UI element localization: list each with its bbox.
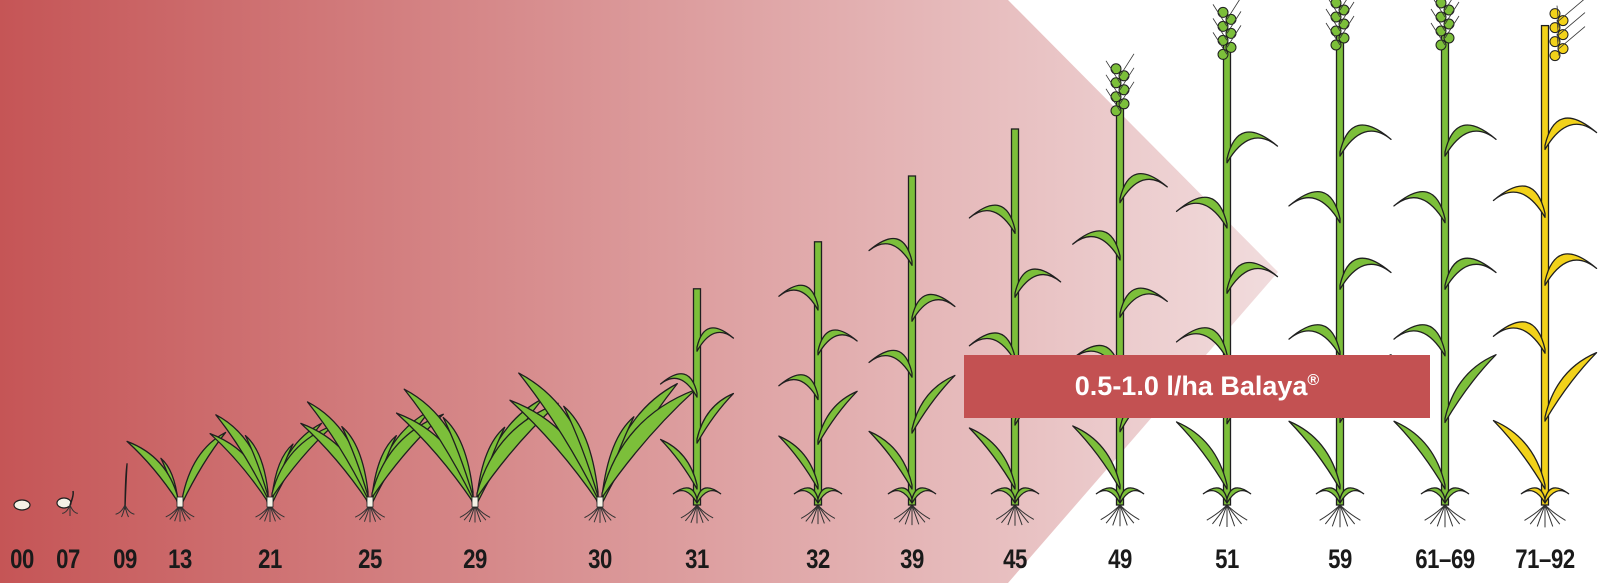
stage-code-label: 45 bbox=[1003, 544, 1027, 574]
stage-code-label: 25 bbox=[358, 544, 382, 574]
stage-code-label: 13 bbox=[168, 544, 192, 574]
stage-code-label: 30 bbox=[588, 544, 612, 574]
stage-code-label: 51 bbox=[1215, 544, 1239, 574]
stage-code-label: 07 bbox=[56, 544, 80, 574]
application-window-band bbox=[0, 0, 1278, 583]
plant-stage-13 bbox=[126, 431, 227, 522]
registered-mark: ® bbox=[1307, 372, 1320, 389]
stage-code-label: 09 bbox=[113, 544, 137, 574]
stage-code-label: 61–69 bbox=[1415, 544, 1475, 574]
stage-code-label: 71–92 bbox=[1515, 544, 1575, 574]
plant-stage-09 bbox=[115, 463, 135, 518]
plant-stage-07 bbox=[56, 490, 78, 516]
stage-code-label: 29 bbox=[463, 544, 487, 574]
stage-code-label: 59 bbox=[1328, 544, 1352, 574]
stage-code-label: 31 bbox=[685, 544, 709, 574]
plant-stage-71–92 bbox=[1492, 0, 1598, 528]
stage-code-label: 32 bbox=[806, 544, 830, 574]
stage-code-label: 49 bbox=[1108, 544, 1132, 574]
plant-stage-61–69 bbox=[1393, 0, 1497, 528]
plant-stage-30 bbox=[509, 372, 697, 523]
stage-code-label: 00 bbox=[10, 544, 34, 574]
plant-stage-32 bbox=[778, 241, 858, 525]
plant-stage-39 bbox=[868, 175, 956, 526]
plant-stage-29 bbox=[395, 388, 559, 523]
application-rate-label: 0.5-1.0 l/ha Balaya® bbox=[1075, 371, 1319, 402]
plant-stage-00 bbox=[13, 499, 31, 511]
application-rate-box: 0.5-1.0 l/ha Balaya® bbox=[964, 355, 1430, 418]
plant-stage-31 bbox=[659, 288, 735, 524]
stage-code-label: 21 bbox=[258, 544, 282, 574]
stage-code-label: 39 bbox=[900, 544, 924, 574]
plant-stage-59 bbox=[1288, 0, 1392, 528]
plant-stage-25 bbox=[300, 401, 444, 523]
plant-stage-45 bbox=[968, 128, 1062, 526]
application-rate-value: 0.5-1.0 l/ha Balaya bbox=[1074, 371, 1308, 401]
plant-illustrations bbox=[13, 0, 1598, 528]
